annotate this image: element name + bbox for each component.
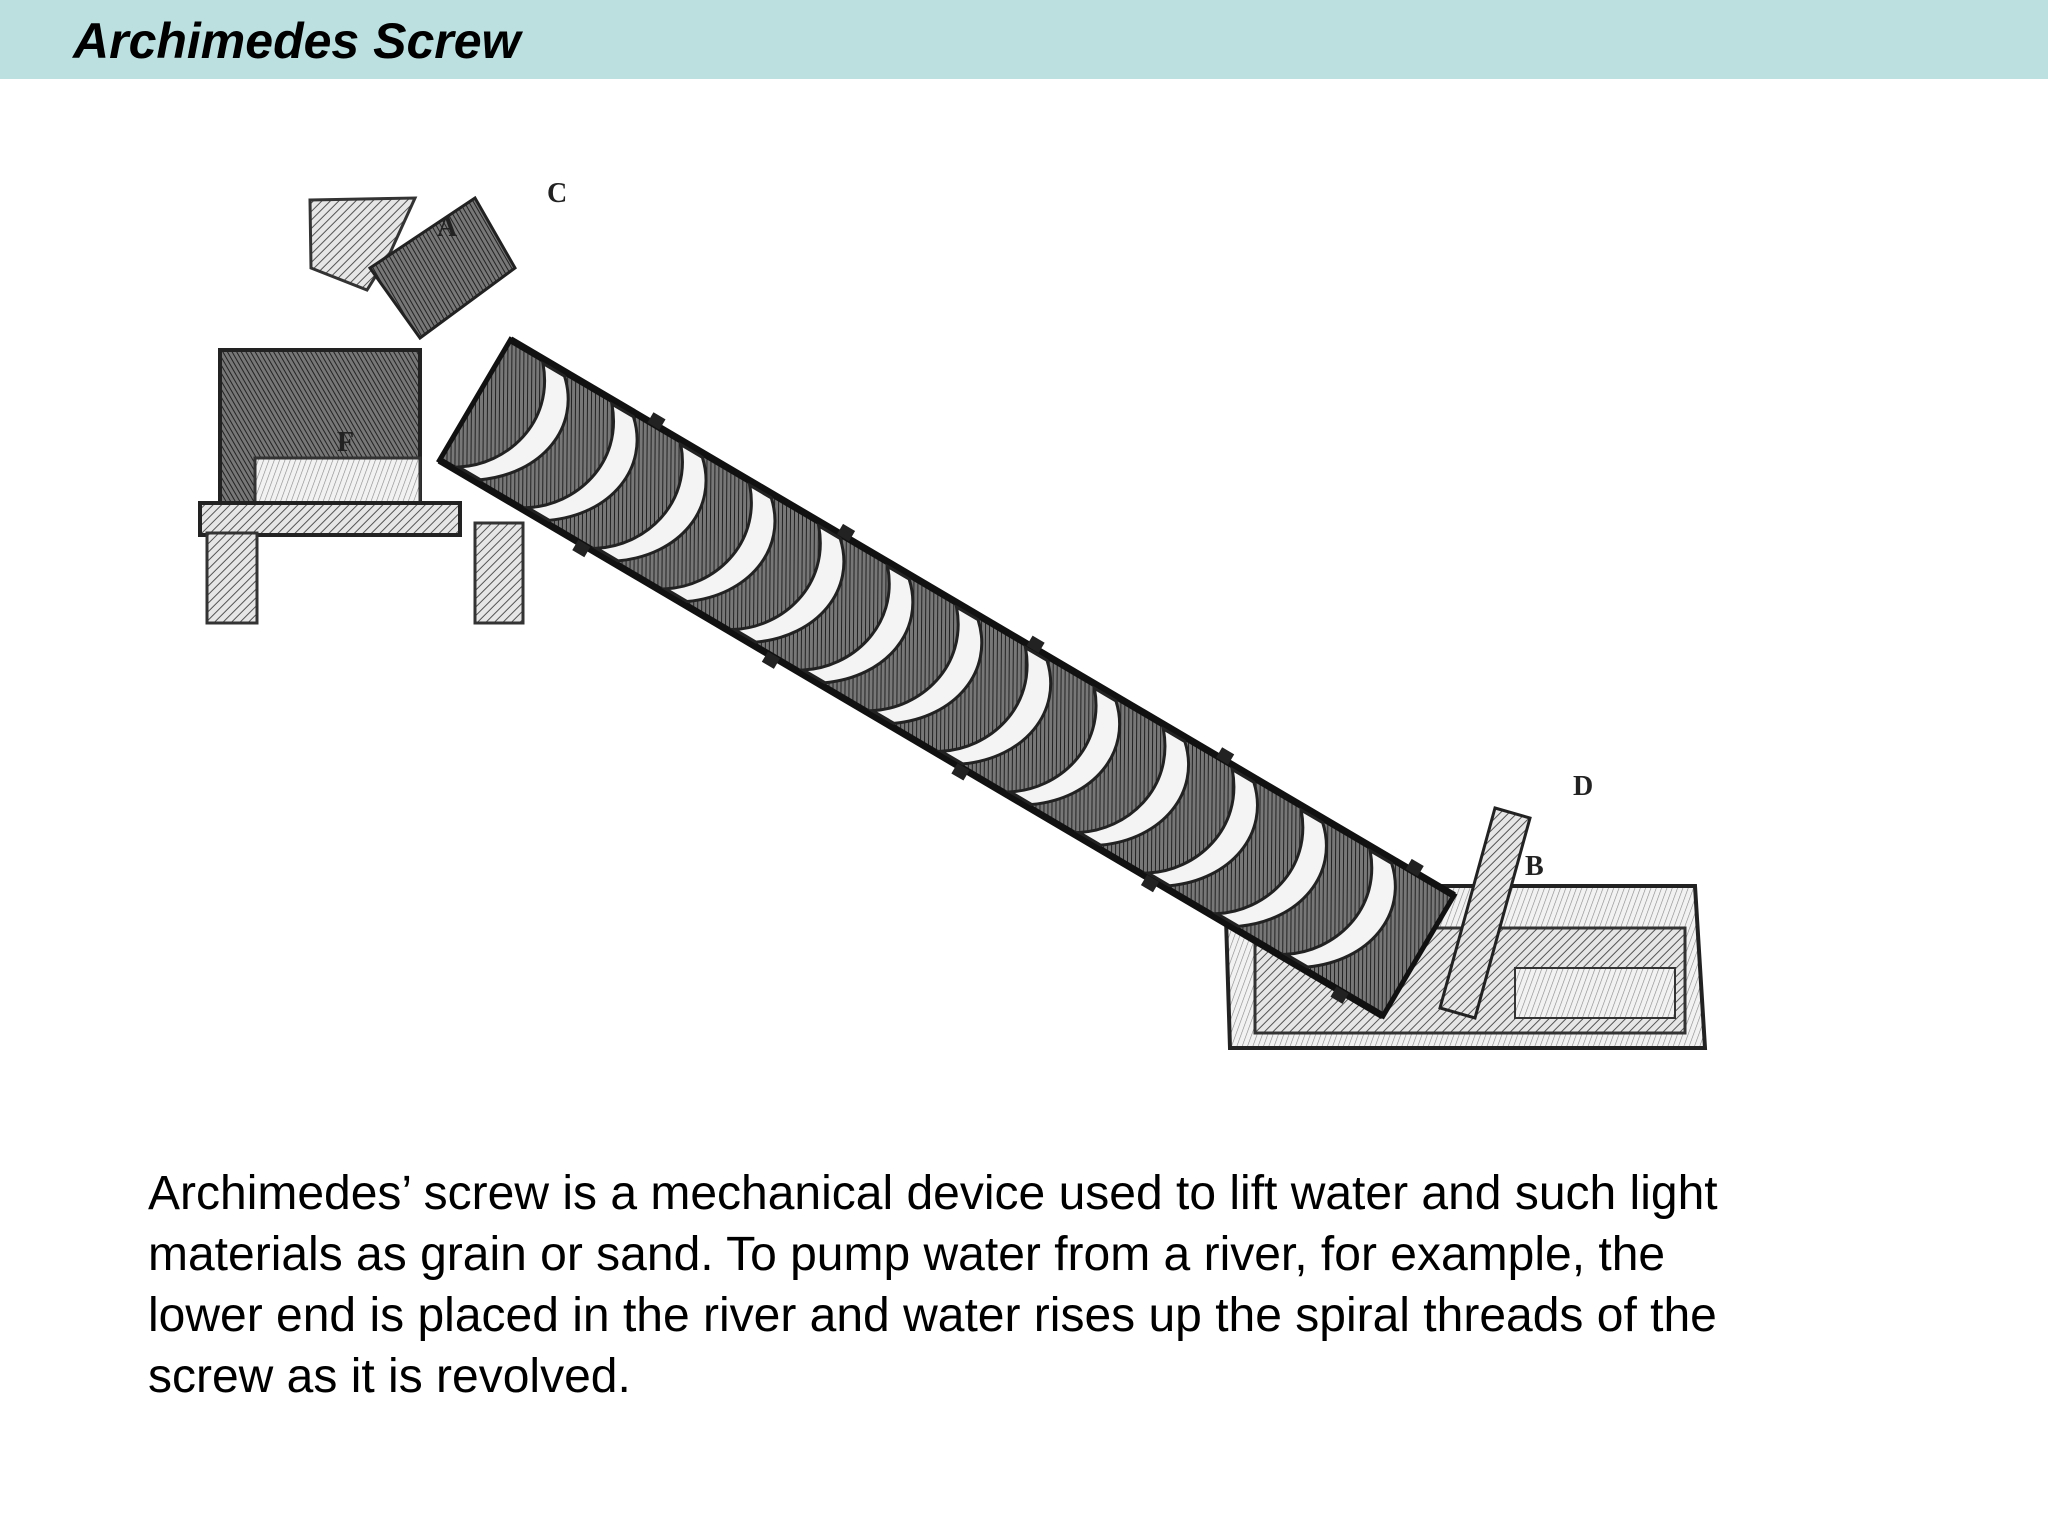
title-bar: Archimedes Screw [0,0,2048,79]
description-line-4: screw as it is revolved. [148,1350,631,1403]
upper-cistern [198,348,525,625]
spiral-threads [453,360,1397,969]
label-f: F [337,427,354,458]
description-line-3: lower end is placed in the river and wat… [148,1289,1717,1342]
label-d: D [1573,771,1593,802]
screw-tube [436,336,1458,1020]
engraving-labels: C A F D B [337,178,1593,882]
label-b: B [1525,851,1544,882]
slide-title: Archimedes Screw [73,13,521,69]
archimedes-screw-illustration: C A F D B [198,178,1708,1050]
label-a: A [437,212,458,243]
description-line-1: Archimedes’ screw is a mechanical device… [148,1167,1718,1220]
description-paragraph: Archimedes’ screw is a mechanical device… [148,1163,1948,1407]
tube-bolts [572,412,1424,1004]
lower-strut [1438,806,1532,1020]
label-c: C [547,178,567,209]
description-line-2: materials as grain or sand. To pump wate… [148,1228,1666,1281]
upper-spout [308,195,517,341]
